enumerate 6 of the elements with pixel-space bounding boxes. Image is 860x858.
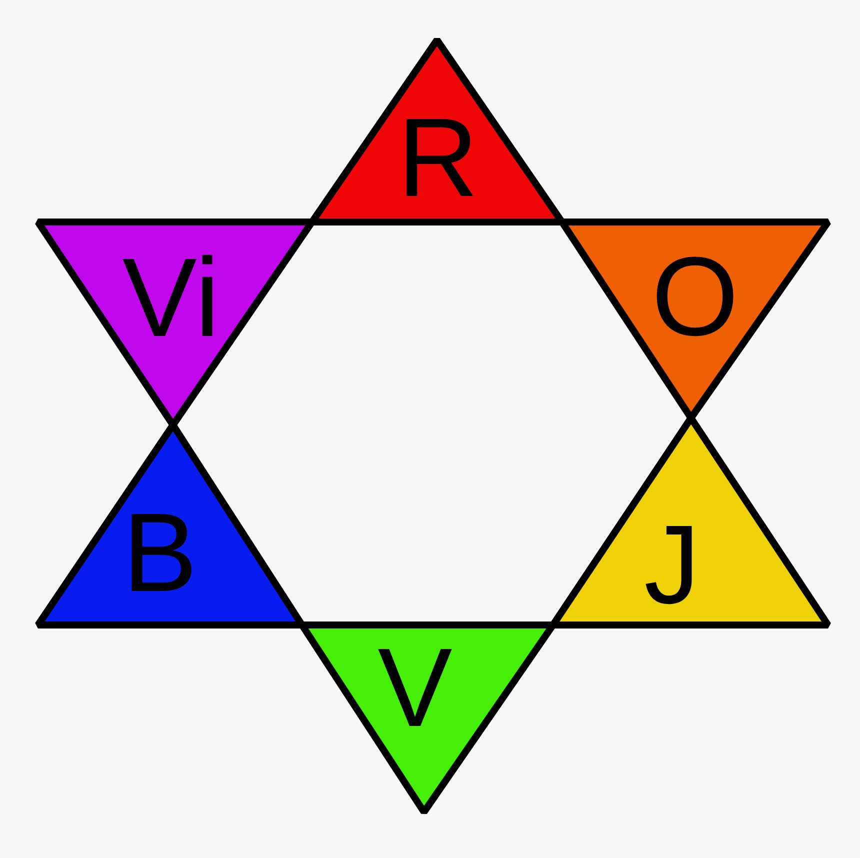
triangle-label: B bbox=[122, 508, 198, 598]
triangle-label: V bbox=[378, 643, 452, 733]
triangle-label: Vi bbox=[122, 253, 220, 343]
triangle-label: R bbox=[398, 113, 478, 203]
triangle-label: J bbox=[644, 520, 700, 610]
triangle-label: O bbox=[651, 252, 739, 342]
